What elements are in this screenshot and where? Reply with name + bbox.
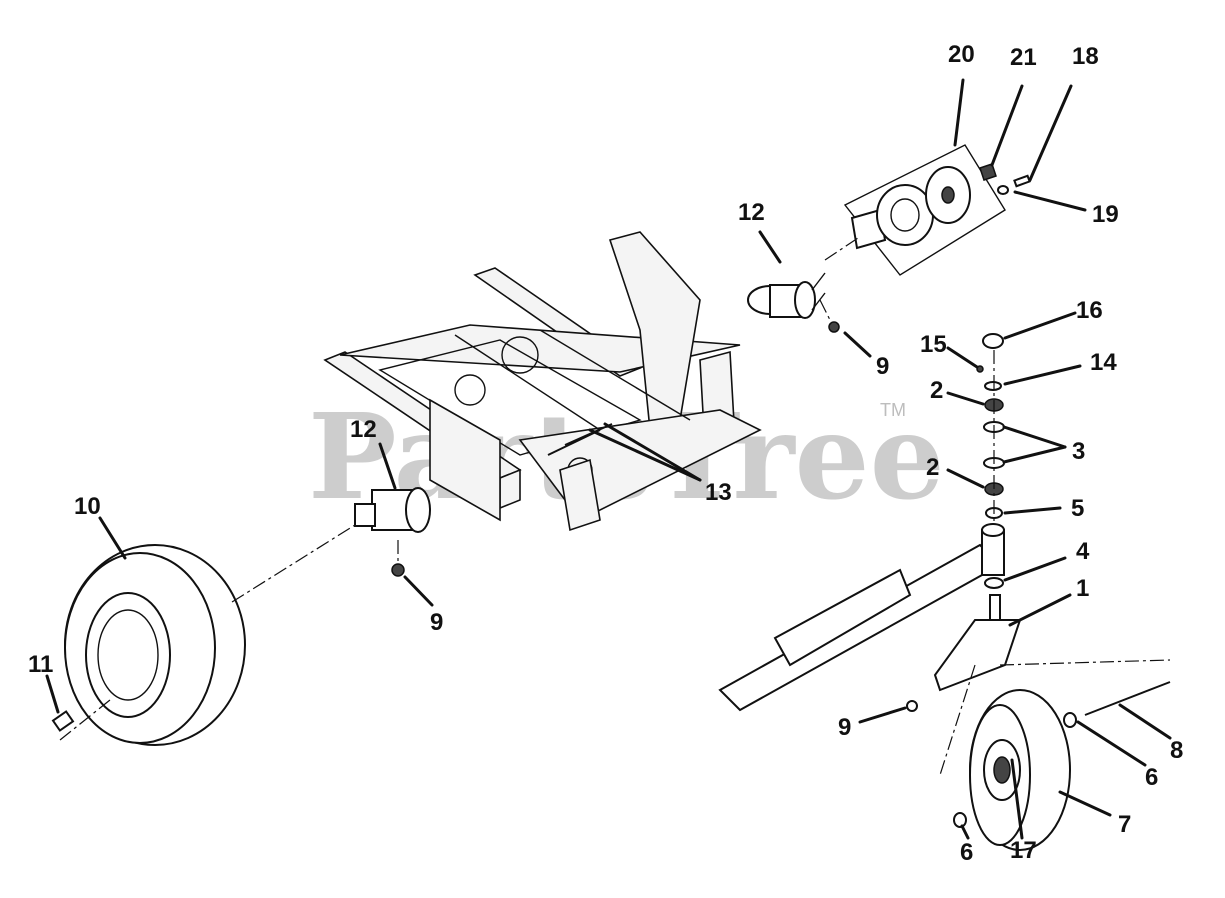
callout-12-top: 12: [738, 199, 765, 226]
callout-2-bottom: 2: [926, 454, 939, 481]
wheel-motor-left: [354, 487, 431, 533]
callout-14: 14: [1090, 349, 1117, 376]
callout-13: 13: [705, 479, 732, 506]
callout-4: 4: [1076, 538, 1090, 565]
callout-17: 17: [1010, 837, 1037, 864]
clutch-hardware: [979, 163, 1031, 195]
rear-wheel: [59, 524, 356, 746]
front-axle: [718, 523, 1005, 712]
wheel-motor-upper: [747, 272, 826, 319]
caster-fork: [933, 594, 1171, 776]
callout-1: 1: [1076, 575, 1089, 602]
caster-wheel: [969, 689, 1071, 851]
callout-16: 16: [1076, 297, 1103, 324]
callout-3: 3: [1072, 438, 1085, 465]
callout-9-top: 9: [876, 353, 889, 380]
caster-hardware: [906, 681, 1171, 828]
leader-lines: [45, 78, 1172, 840]
callout-12-left: 12: [350, 416, 377, 443]
clutch-assembly: [824, 144, 1006, 276]
lug-nut: [51, 710, 75, 732]
spindle-stack: [976, 333, 1005, 589]
callout-9-mid: 9: [430, 609, 443, 636]
callout-19: 19: [1092, 201, 1119, 228]
callout-10: 10: [74, 493, 101, 520]
callout-5: 5: [1071, 495, 1084, 522]
callout-18: 18: [1072, 43, 1099, 70]
nuts: [391, 299, 840, 577]
callout-6-bottom: 6: [960, 839, 973, 866]
axle-bolts: [547, 423, 613, 456]
callout-6-right: 6: [1145, 764, 1158, 791]
callout-7: 7: [1118, 811, 1131, 838]
callout-labels: 20 21 18 19 12 16 15 9 14 2 3 2 5 4 1 12…: [28, 41, 1183, 866]
callout-15: 15: [920, 331, 947, 358]
callout-11: 11: [28, 651, 53, 678]
callout-8: 8: [1170, 737, 1183, 764]
callout-9-bottom: 9: [838, 714, 851, 741]
watermark-trademark: TM: [880, 400, 906, 420]
callout-20: 20: [948, 41, 975, 68]
callout-2-top: 2: [930, 377, 943, 404]
callout-21: 21: [1010, 44, 1037, 71]
